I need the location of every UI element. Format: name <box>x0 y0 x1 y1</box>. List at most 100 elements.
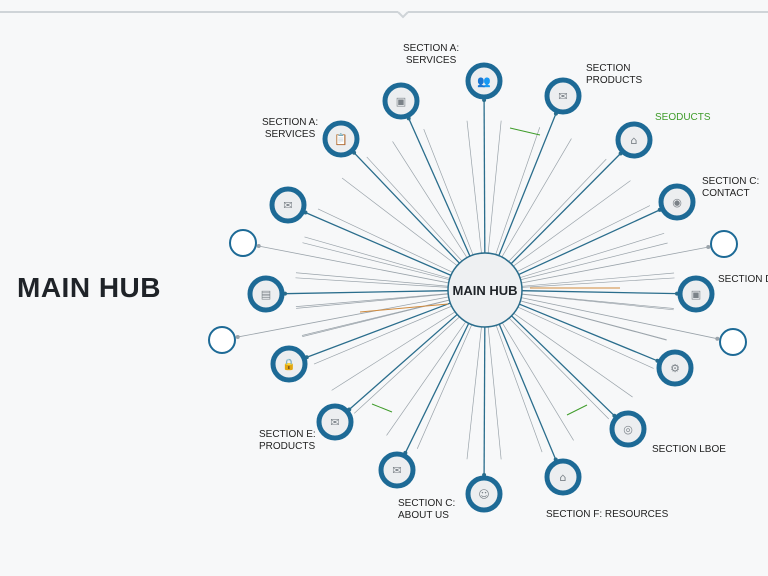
hub-link <box>304 211 452 276</box>
section-node[interactable]: ✉ <box>269 186 307 224</box>
faint-connector <box>466 120 482 254</box>
main-hub-node[interactable]: MAIN HUB <box>447 252 523 328</box>
faint-connector <box>521 293 674 311</box>
faint-connector <box>517 306 654 369</box>
section-node[interactable]: ⌂ <box>615 121 653 159</box>
label-line: SECTION A: <box>403 43 460 54</box>
hub-link <box>404 322 470 455</box>
faint-connector <box>331 311 456 391</box>
section-node[interactable]: ☺ <box>465 475 503 513</box>
section-node[interactable]: 📋 <box>322 120 360 158</box>
hub-link <box>407 117 471 257</box>
empty-node-ring <box>710 230 738 258</box>
faint-connector <box>501 322 574 441</box>
section-node[interactable]: ✉ <box>378 451 416 489</box>
green-connector <box>509 127 541 136</box>
section-node[interactable] <box>208 326 236 354</box>
section-node[interactable]: ◎ <box>609 410 647 448</box>
faint-connector <box>353 316 460 414</box>
hub-link <box>348 313 458 411</box>
hub-link <box>352 151 460 264</box>
top-border <box>0 11 768 19</box>
faint-connector <box>513 180 631 267</box>
mail-download-icon: ✉ <box>558 90 567 103</box>
green-connector <box>371 403 393 413</box>
section-node[interactable]: 🔒 <box>270 345 308 383</box>
storefront-icon: ⌂ <box>631 134 638 147</box>
lock-icon: 🔒 <box>282 358 296 371</box>
faint-connector <box>495 325 543 453</box>
node-ring <box>544 77 582 115</box>
section-node[interactable]: ◉ <box>658 183 696 221</box>
faint-connector <box>304 236 450 279</box>
empty-node-ring <box>719 328 747 356</box>
label-lboe: SECTION LBOE <box>652 444 726 456</box>
home-icon: ⌂ <box>560 471 567 484</box>
link-arrowhead <box>235 335 240 340</box>
faint-connector <box>466 326 482 460</box>
faint-connector <box>520 242 668 281</box>
faint-connector <box>521 293 674 309</box>
faint-connector <box>416 324 473 449</box>
faint-connector <box>487 120 502 254</box>
label-line: SECTION A: <box>262 117 319 128</box>
section-node[interactable]: ▣ <box>382 82 420 120</box>
section-node[interactable]: 👥 <box>465 62 503 100</box>
people-icon: 👥 <box>477 75 491 88</box>
hub-link <box>283 290 449 295</box>
hub-link <box>498 112 557 256</box>
section-node[interactable]: ✉ <box>544 77 582 115</box>
label-line: PRODUCTS <box>586 75 643 86</box>
orange-connector <box>359 303 449 313</box>
label-left-services: SECTION A:SERVICES <box>262 117 318 141</box>
faint-connector <box>317 208 453 273</box>
image-icon: ▣ <box>691 288 701 301</box>
label-line: SECTION C: <box>702 176 760 187</box>
section-node[interactable] <box>710 230 738 258</box>
node-ring <box>378 451 416 489</box>
node-ring <box>615 121 653 159</box>
label-section-d: SECTION D <box>718 274 768 286</box>
section-node[interactable]: ⚙ <box>656 349 694 387</box>
section-node[interactable]: ✉ <box>316 403 354 441</box>
label-line: SECTION C: <box>398 498 456 509</box>
faint-connector <box>423 128 474 256</box>
link-arrowhead <box>706 245 711 250</box>
section-node[interactable]: ⌂ <box>544 458 582 496</box>
link-arrowhead <box>256 244 261 249</box>
label-e-products: SECTION E:PRODUCTS <box>259 429 316 453</box>
mail-icon: ✉ <box>392 464 401 477</box>
faint-connector <box>487 326 502 460</box>
node-ring <box>465 62 503 100</box>
hub-link <box>518 208 661 276</box>
gear-icon: ⚙ <box>670 362 680 375</box>
section-node[interactable] <box>719 328 747 356</box>
label-line: SECTION E: <box>259 429 316 440</box>
hub-link <box>521 297 719 340</box>
node-ring <box>269 186 307 224</box>
faint-connector <box>295 277 449 288</box>
faint-connector <box>386 321 467 436</box>
node-ring <box>316 403 354 441</box>
node-ring <box>270 345 308 383</box>
faint-connector <box>392 141 468 258</box>
label-resources: SECTION F: RESOURCES <box>546 509 668 521</box>
section-node[interactable]: ▤ <box>247 275 285 313</box>
node-ring <box>382 82 420 120</box>
empty-node-ring <box>229 229 257 257</box>
section-node[interactable]: ▣ <box>677 275 715 313</box>
faint-connector <box>508 317 610 420</box>
person-icon: ☺ <box>478 488 489 501</box>
hub-link <box>521 290 679 295</box>
mail-icon: ✉ <box>330 416 339 429</box>
faint-connector <box>301 299 450 336</box>
label-contact: SECTION C:CONTACT <box>702 176 759 200</box>
label-line: PRODUCTS <box>259 441 316 452</box>
section-node[interactable] <box>229 229 257 257</box>
label-seoducts: SEODUCTS <box>655 112 711 124</box>
empty-node-ring <box>208 326 236 354</box>
faint-connector <box>313 305 452 365</box>
page-title: MAIN HUB <box>17 272 161 303</box>
node-ring <box>609 410 647 448</box>
label-line: ABOUT US <box>398 510 449 521</box>
